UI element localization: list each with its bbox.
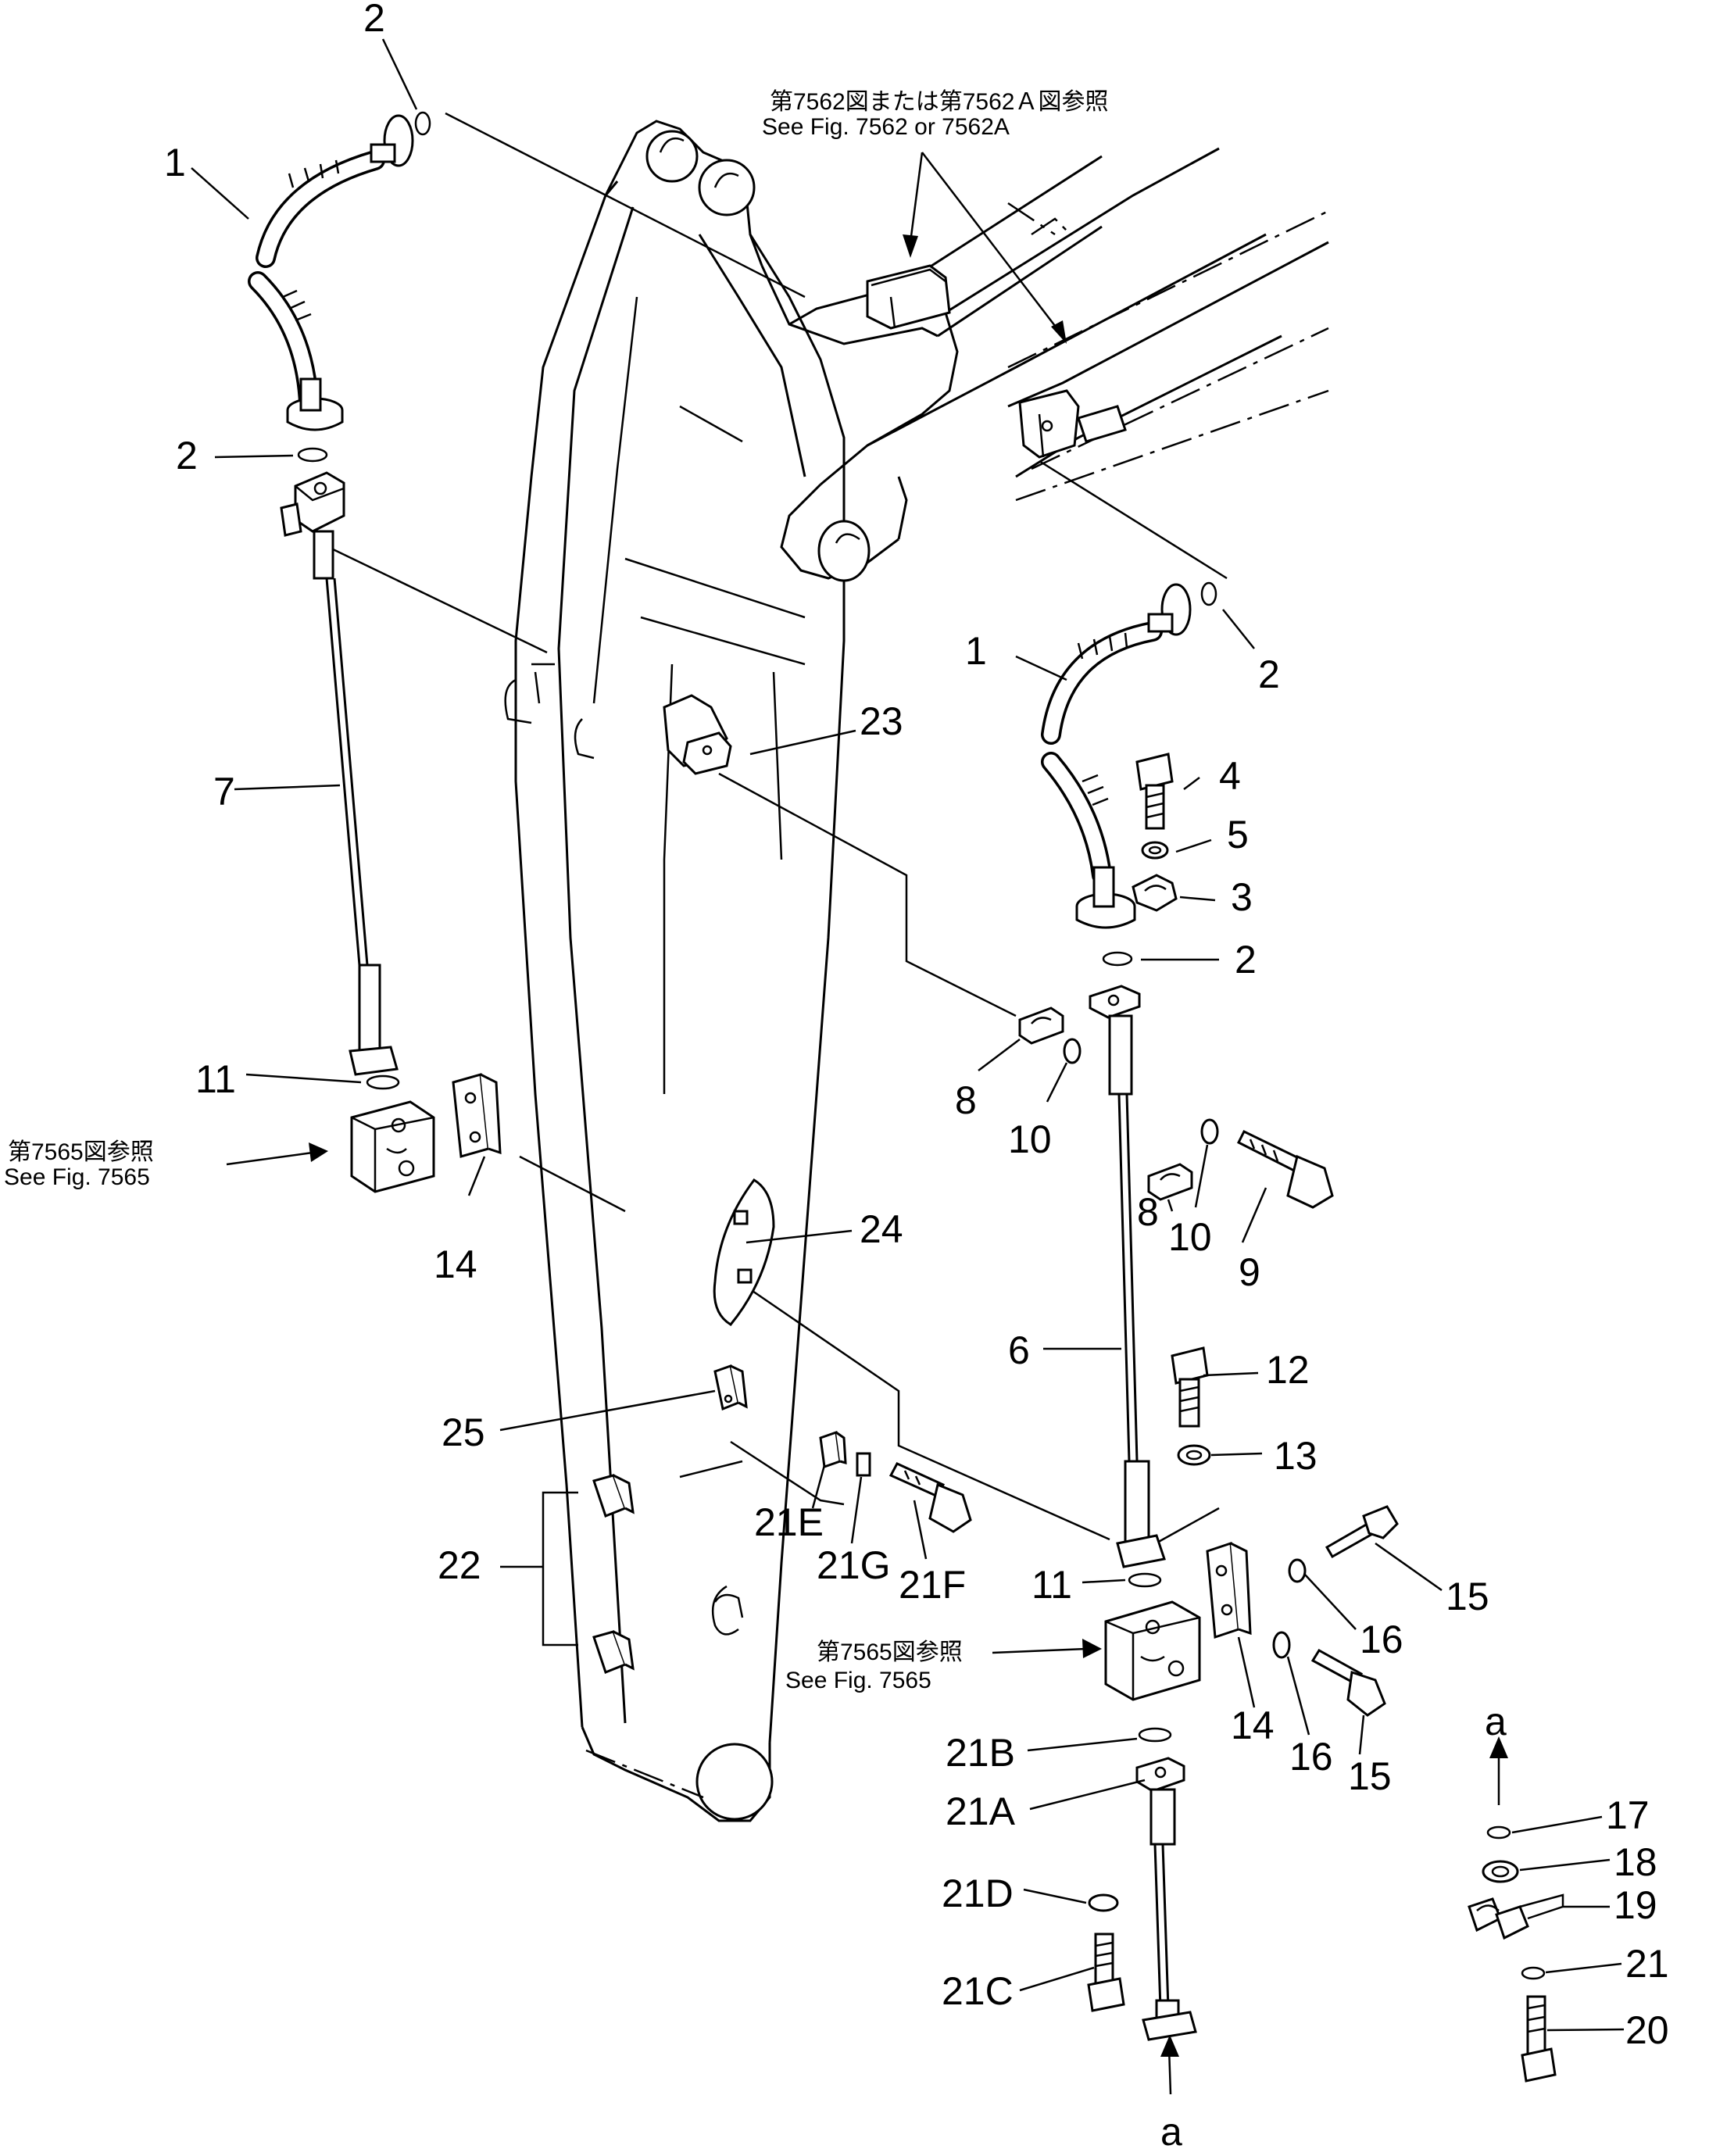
callout-9: 9 [1239, 1250, 1260, 1294]
hose-1-left [248, 114, 414, 431]
bracket-14-left [452, 1073, 502, 1158]
callout-21a: 21A [946, 1790, 1016, 1833]
callout-8: 8 [1137, 1190, 1159, 1234]
boom-structure [504, 120, 846, 1822]
callout-23: 23 [860, 699, 903, 743]
callout-11: 11 [195, 1057, 236, 1101]
cover-24 [713, 1178, 775, 1326]
callout-21c: 21C [942, 1969, 1014, 2013]
callout-20: 20 [1625, 2008, 1669, 2052]
callout-10: 10 [1168, 1215, 1212, 1259]
washer-10-a [1063, 1038, 1082, 1064]
detail-a-parts [1468, 1825, 1557, 2083]
callout-14: 14 [1231, 1704, 1275, 1747]
callout-22: 22 [438, 1543, 481, 1587]
callout-1: 1 [965, 629, 987, 673]
ref-left-jp: 第7565図参照 [8, 1139, 154, 1165]
bracket-22-lower [592, 1630, 635, 1674]
bolt-4 [1135, 753, 1174, 830]
hose-1-right [1041, 583, 1192, 929]
clamp-8-a [1018, 1006, 1064, 1045]
bracket-25 [713, 1364, 748, 1411]
callout-2: 2 [363, 0, 385, 40]
callout-15: 15 [1348, 1754, 1392, 1798]
callout-21e: 21E [754, 1500, 824, 1544]
callout-a: a [1485, 1700, 1507, 1743]
callout-24: 24 [860, 1207, 903, 1251]
callout-8: 8 [955, 1078, 977, 1122]
callout-21f: 21F [899, 1563, 966, 1607]
o-ring-21b [1138, 1727, 1172, 1743]
ref-left-en: See Fig. 7565 [4, 1164, 150, 1190]
ref-top-jp: 第7562図または第7562Ａ図参照 [770, 89, 1108, 115]
callout-19: 19 [1614, 1883, 1657, 1927]
pipe-6-right [1089, 985, 1166, 1588]
callout-2: 2 [1258, 653, 1280, 696]
plate-21e [819, 1430, 847, 1469]
clip-23 [663, 694, 732, 775]
callout-11: 11 [1031, 1563, 1072, 1607]
callout-21g: 21G [817, 1543, 891, 1587]
arm-cross-structure [760, 147, 1329, 582]
callout-25: 25 [442, 1411, 485, 1454]
clamp-3 [1132, 874, 1178, 912]
callout-21d: 21D [942, 1872, 1014, 1915]
callout-2: 2 [176, 434, 198, 477]
ref-center-jp: 第7565図参照 [817, 1639, 963, 1665]
callout-14: 14 [434, 1242, 477, 1286]
valve-block-center [1104, 1600, 1201, 1701]
callout-a: a [1160, 2110, 1182, 2154]
callout-leaders [191, 38, 1625, 2032]
upper-fitting-block-b [1018, 389, 1127, 459]
pipe-21a [1135, 1757, 1197, 2041]
bolt-9 [1236, 1130, 1334, 1209]
bolt-15-a [1325, 1505, 1399, 1559]
washer-13 [1177, 1444, 1211, 1466]
callout-5: 5 [1227, 813, 1249, 856]
upper-fitting-block-a [866, 264, 951, 330]
callout-2: 2 [1235, 938, 1257, 981]
callout-10: 10 [1008, 1117, 1052, 1161]
bracket-14-right [1206, 1541, 1252, 1639]
washer-10-b [1200, 1118, 1219, 1145]
bolt-21f [888, 1462, 972, 1533]
callout-7: 7 [213, 770, 235, 813]
shim-21g [856, 1452, 871, 1477]
callout-16: 16 [1289, 1735, 1333, 1779]
bolt-15-b [1310, 1648, 1386, 1717]
callout-21: 21 [1625, 1942, 1669, 1986]
callout-16: 16 [1360, 1618, 1403, 1661]
washer-21d [1088, 1893, 1119, 1912]
callout-21b: 21B [946, 1731, 1015, 1775]
callout-18: 18 [1614, 1840, 1657, 1884]
washer-16-b [1272, 1631, 1291, 1659]
callout-12: 12 [1266, 1348, 1310, 1392]
bolt-12 [1171, 1346, 1209, 1428]
callout-1: 1 [164, 141, 186, 184]
callout-6: 6 [1008, 1328, 1030, 1372]
ref-center-en: See Fig. 7565 [785, 1668, 931, 1693]
callout-17: 17 [1606, 1793, 1650, 1837]
pipe-7-left [280, 471, 400, 1090]
connector-lines [327, 112, 1228, 1549]
reference-arrows [226, 152, 1508, 2095]
washer-5 [1141, 841, 1169, 860]
valve-block-left [350, 1100, 435, 1193]
callout-4: 4 [1219, 754, 1241, 798]
o-rings-part-2 [297, 111, 1217, 967]
callout-15: 15 [1446, 1575, 1489, 1618]
reference-notes: 第7562図または第7562Ａ図参照 See Fig. 7562 or 7562… [4, 89, 1108, 1693]
ref-top-en: See Fig. 7562 or 7562A [762, 114, 1010, 140]
bolt-21c [1087, 1933, 1125, 2012]
callout-labels: 2 1 2 7 11 14 1 2 23 4 5 3 2 8 10 8 10 9… [164, 0, 1669, 2154]
washer-16-a [1288, 1558, 1307, 1583]
callout-13: 13 [1274, 1434, 1318, 1478]
bracket-22-upper [592, 1474, 635, 1518]
callout-3: 3 [1231, 875, 1253, 919]
clamp-8-b [1147, 1163, 1193, 1201]
